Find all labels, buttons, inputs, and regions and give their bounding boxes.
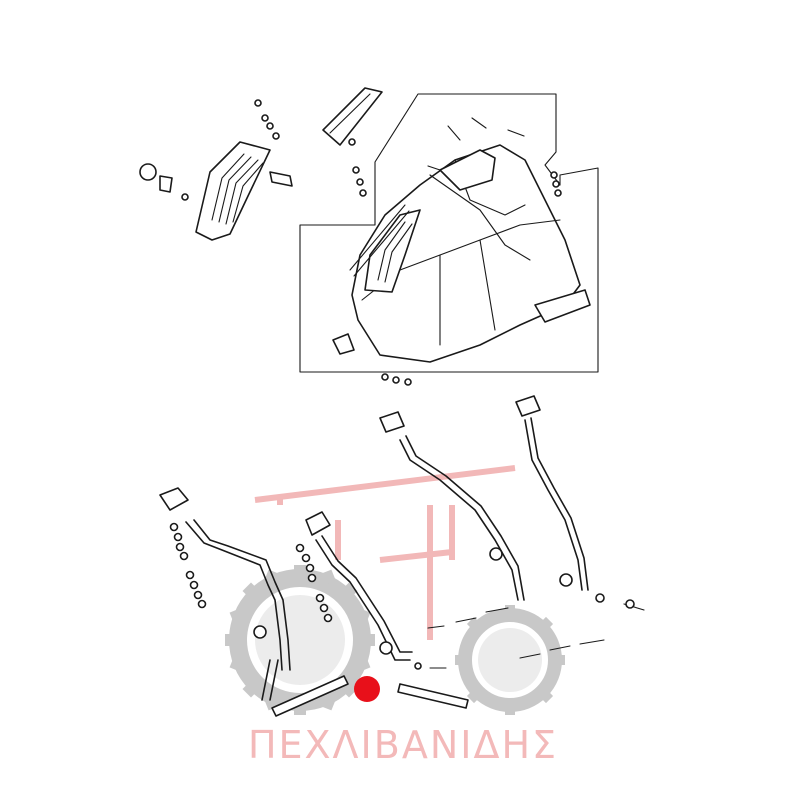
cab-support-frame-left: [159, 487, 291, 701]
roof-vent-grille: [195, 141, 271, 241]
side-support-rod-right: [397, 683, 469, 709]
cab-support-frame-right: [379, 395, 589, 601]
cab-support-frame-center: [305, 511, 413, 661]
cab-roof-panel: [332, 144, 591, 363]
roof-detail-frame: [299, 93, 599, 373]
roof-trim-strip: [322, 87, 383, 146]
vent-hinge-bracket: [139, 163, 293, 201]
side-support-rod-left: [271, 675, 349, 717]
watermark-gear-left: [225, 565, 375, 715]
watermark-brand-text: ΠΕΧΛΙΒΑΝΙΔΗΣ: [248, 723, 558, 767]
watermark-tractor-outline: [254, 465, 516, 640]
frame-group: [159, 395, 645, 717]
watermark-logo: ΠΕΧΛΙΒΑΝΙΔΗΣ: [225, 465, 565, 767]
pivot-pins: [414, 593, 645, 670]
roof-group: [139, 87, 599, 386]
watermark-gear-right: [455, 605, 565, 715]
red-marker-dot: [354, 676, 380, 702]
hardware-washers-nuts: [169, 522, 333, 623]
hardware-washers-nuts: [254, 99, 562, 386]
